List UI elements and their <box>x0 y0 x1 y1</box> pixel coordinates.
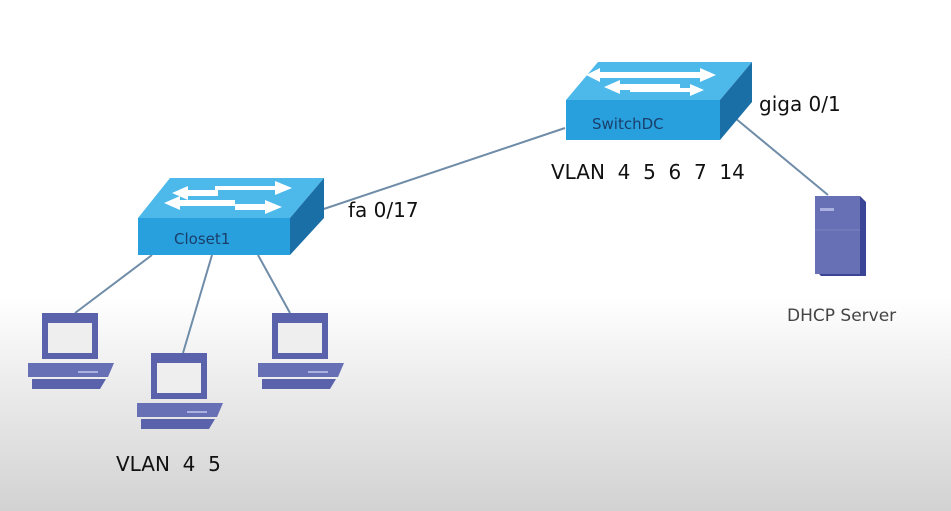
link-closet1-pc3 <box>257 254 291 314</box>
pc-icon[interactable] <box>28 313 114 389</box>
switch-closet1-icon[interactable] <box>138 178 324 255</box>
pc-icon[interactable] <box>137 353 223 429</box>
link-closet1-pc1 <box>74 254 153 314</box>
link-closet1-pc2 <box>182 254 213 354</box>
dhcp-server-icon[interactable] <box>815 196 866 276</box>
pc-vlans-label: VLAN 4 5 <box>116 452 221 476</box>
closet1-port-label: fa 0/17 <box>348 198 419 222</box>
link-closet1-switchdc <box>284 127 566 223</box>
pc-icon[interactable] <box>258 313 344 389</box>
switchdc-vlans-label: VLAN 4 5 6 7 14 <box>551 160 745 184</box>
closet1-label: Closet1 <box>174 230 231 248</box>
switchdc-label: SwitchDC <box>592 115 664 133</box>
link-switchdc-dhcp <box>734 117 829 196</box>
switchdc-port-label: giga 0/1 <box>759 92 841 116</box>
switch-switchdc-icon[interactable] <box>566 62 752 140</box>
dhcp-server-label: DHCP Server <box>787 306 897 326</box>
